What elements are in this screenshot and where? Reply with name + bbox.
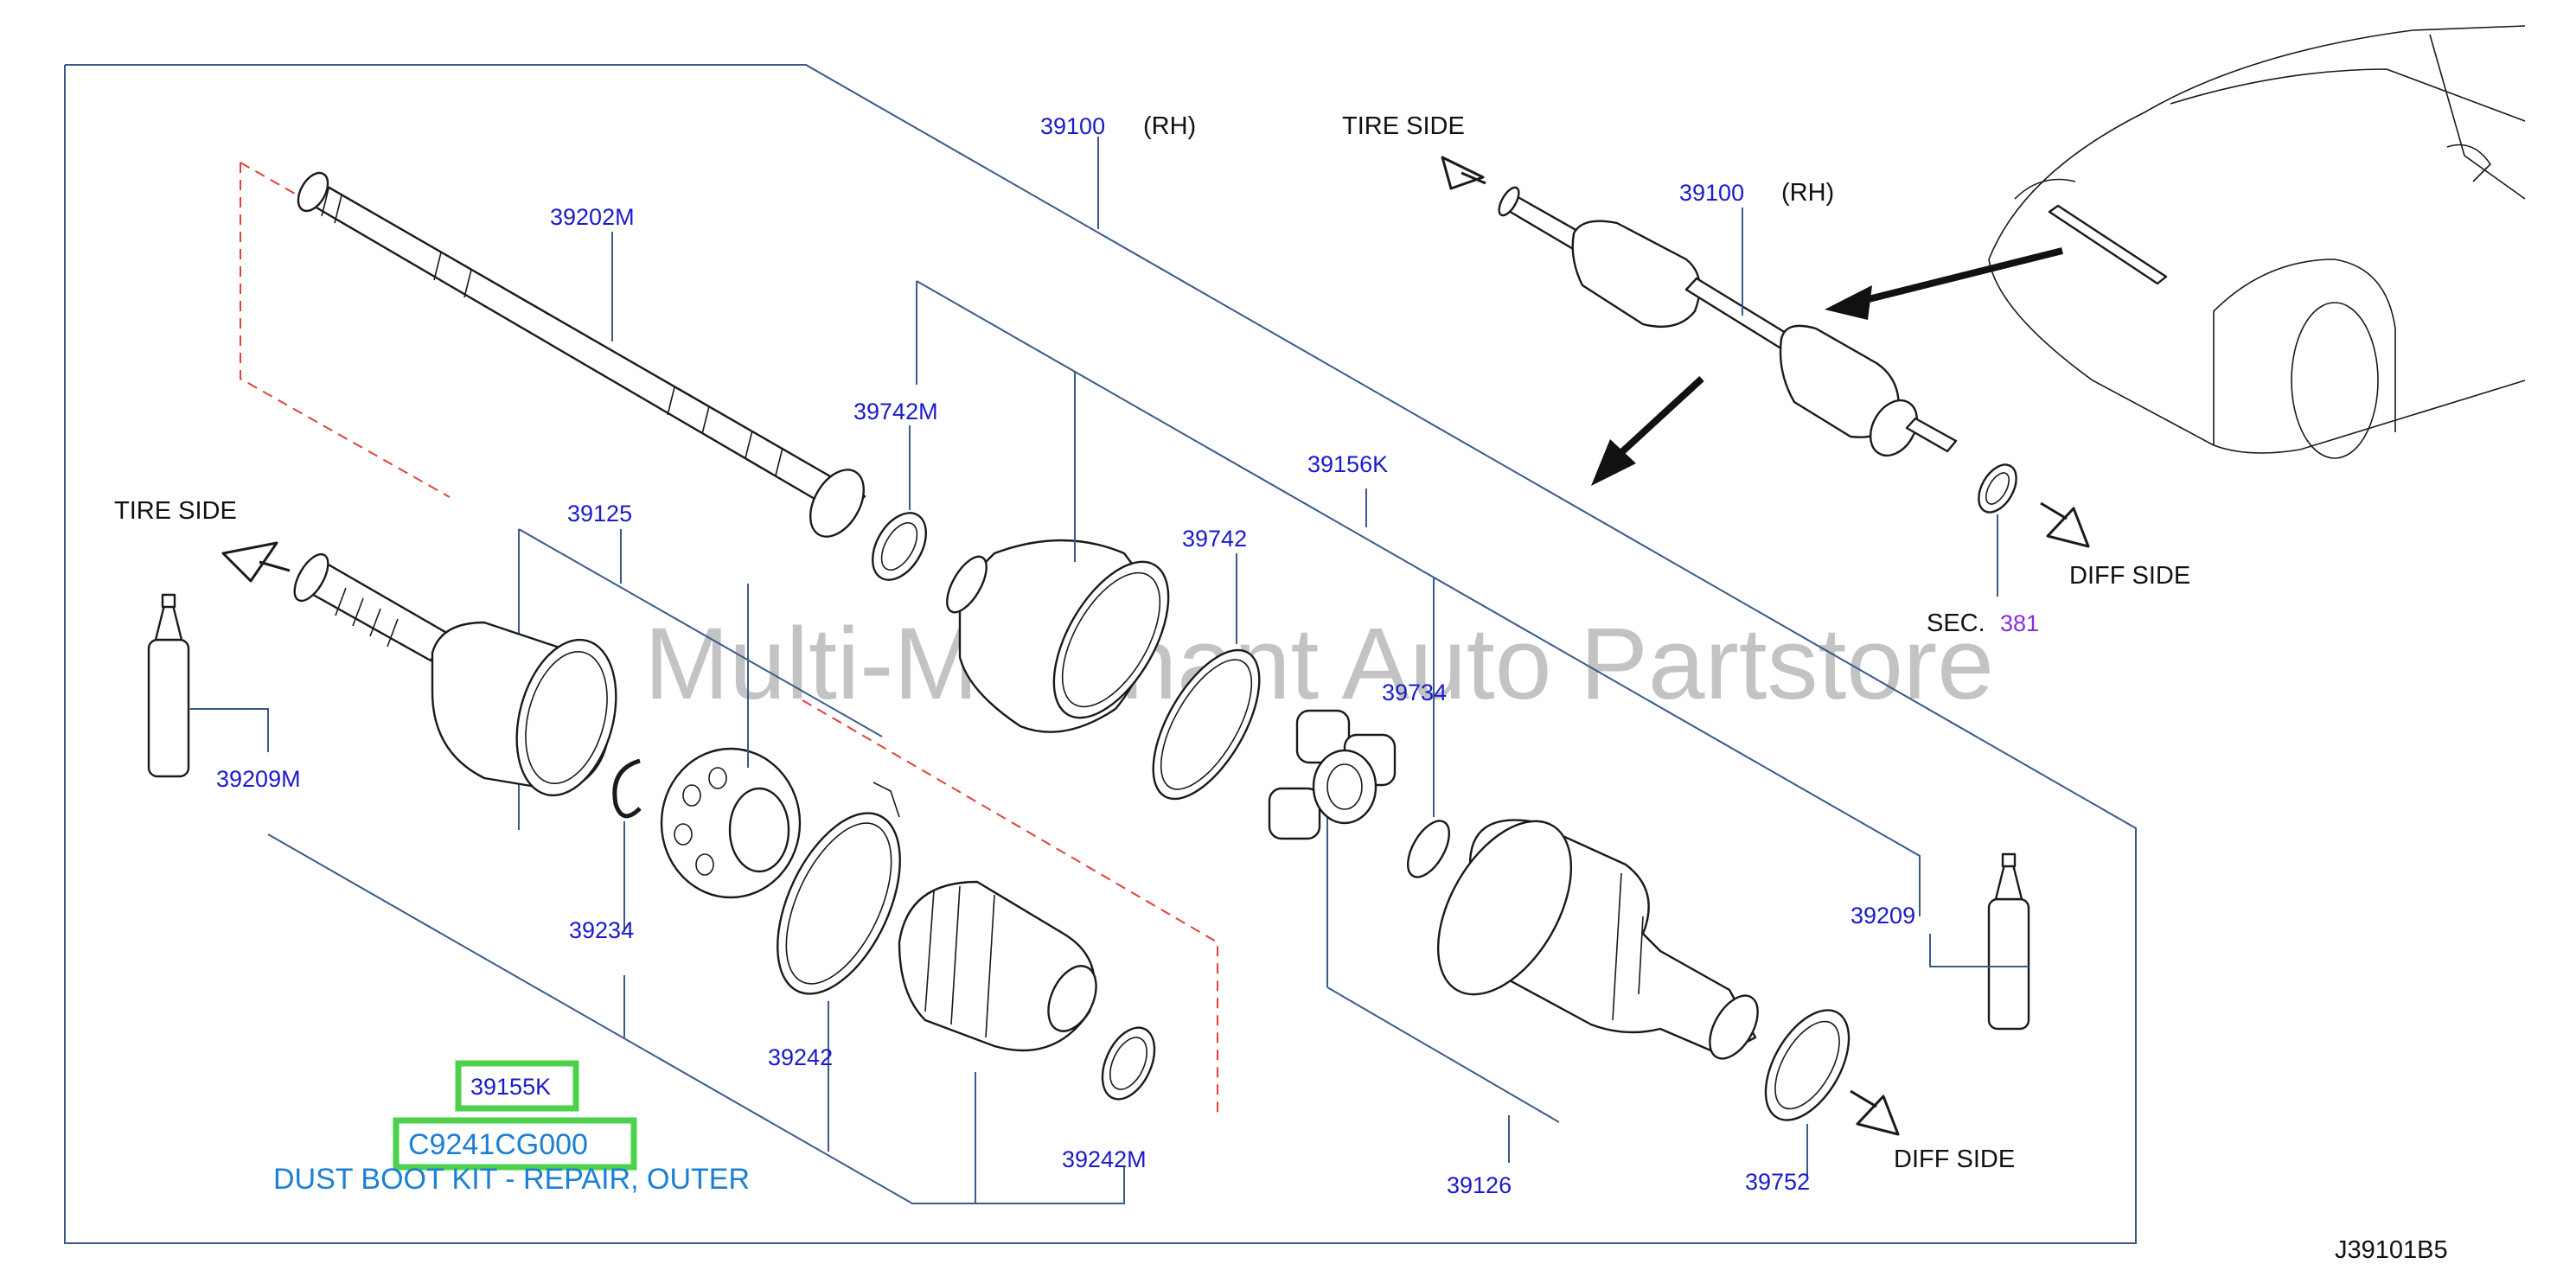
- diagram-code: J39101B5: [2335, 1236, 2448, 1264]
- inner-joint-housing-drawing: [1436, 819, 1759, 1060]
- callout-39202m[interactable]: 39202M: [550, 204, 635, 230]
- seal-39752-drawing: [1764, 1009, 1851, 1121]
- leader-lines: [189, 137, 2029, 1203]
- highlight-sku-box: [393, 1117, 637, 1171]
- callout-39100-main[interactable]: 39100: [1040, 113, 1105, 139]
- grease-tube-39209m-drawing: [147, 593, 190, 778]
- callout-39742[interactable]: 39742: [1182, 526, 1247, 552]
- outer-boot-drawing: [898, 880, 1097, 1052]
- circlip-39234-drawing: [612, 758, 642, 819]
- callout-39125[interactable]: 39125: [567, 501, 632, 527]
- callout-labels: 39100 (RH) 39100 (RH) 39202M 39742M 3974…: [216, 112, 1915, 1198]
- direction-arrows: [221, 156, 2090, 1136]
- grease-tube-39209-drawing: [1987, 852, 2030, 1031]
- callout-39734[interactable]: 39734: [1382, 680, 1447, 705]
- boot-band-39742-drawing: [1152, 648, 1261, 801]
- callout-rh-inset: (RH): [1781, 179, 1834, 207]
- assembly-frame: [64, 64, 2137, 1244]
- highlight-part-number[interactable]: 39155K: [470, 1074, 551, 1100]
- shaft-39202m-drawing: [297, 171, 866, 538]
- inset-driveshaft-drawing: [1498, 186, 2017, 514]
- callout-39209[interactable]: 39209: [1851, 903, 1915, 929]
- phantom-lines: [240, 162, 1218, 1117]
- vehicle-outline-drawing: [1988, 25, 2526, 459]
- diff-side-label-bottom: DIFF SIDE: [1894, 1146, 2015, 1173]
- callout-39742m[interactable]: 39742M: [853, 399, 938, 424]
- direction-labels: TIRE SIDE TIRE SIDE DIFF SIDE DIFF SIDE: [114, 112, 2190, 1173]
- inner-boot-drawing: [946, 539, 1170, 733]
- watermark: Multi-Merchant Auto Partstore: [644, 607, 1994, 721]
- callout-39156k[interactable]: 39156K: [1307, 451, 1388, 477]
- callout-39752[interactable]: 39752: [1745, 1169, 1810, 1195]
- highlighted-kit[interactable]: 39155K C9241CG000 DUST BOOT KIT - REPAIR…: [273, 1060, 750, 1196]
- spider-assembly-drawing: [1268, 709, 1397, 840]
- tire-side-label-left: TIRE SIDE: [114, 497, 237, 525]
- highlight-sku[interactable]: C9241CG000: [408, 1128, 588, 1161]
- section-reference[interactable]: SEC. 381: [1927, 610, 2039, 637]
- callout-rh-main: (RH): [1143, 112, 1196, 140]
- outer-joint-drawing: [293, 552, 617, 797]
- boot-band-39242-drawing: [777, 782, 901, 995]
- inner-race-drawing: [660, 747, 802, 899]
- diff-side-label-top: DIFF SIDE: [2069, 562, 2190, 590]
- tire-side-label-top: TIRE SIDE: [1342, 112, 1465, 140]
- callout-39242m[interactable]: 39242M: [1062, 1146, 1147, 1172]
- callout-39209m[interactable]: 39209M: [216, 766, 301, 792]
- boot-band-39242m-drawing: [1101, 1026, 1156, 1101]
- highlight-part-number-box: [455, 1060, 579, 1112]
- circlip-39742m-drawing: [872, 512, 927, 581]
- callout-39242[interactable]: 39242: [768, 1044, 833, 1070]
- section-ref-number[interactable]: 381: [2000, 610, 2039, 636]
- callout-39100-inset[interactable]: 39100: [1679, 180, 1744, 206]
- highlight-description: DUST BOOT KIT - REPAIR, OUTER: [273, 1163, 750, 1196]
- section-ref-prefix: SEC.: [1927, 610, 1985, 637]
- snap-ring-39734-drawing: [1406, 820, 1451, 878]
- callout-39234[interactable]: 39234: [569, 917, 634, 943]
- callout-39126[interactable]: 39126: [1447, 1172, 1512, 1198]
